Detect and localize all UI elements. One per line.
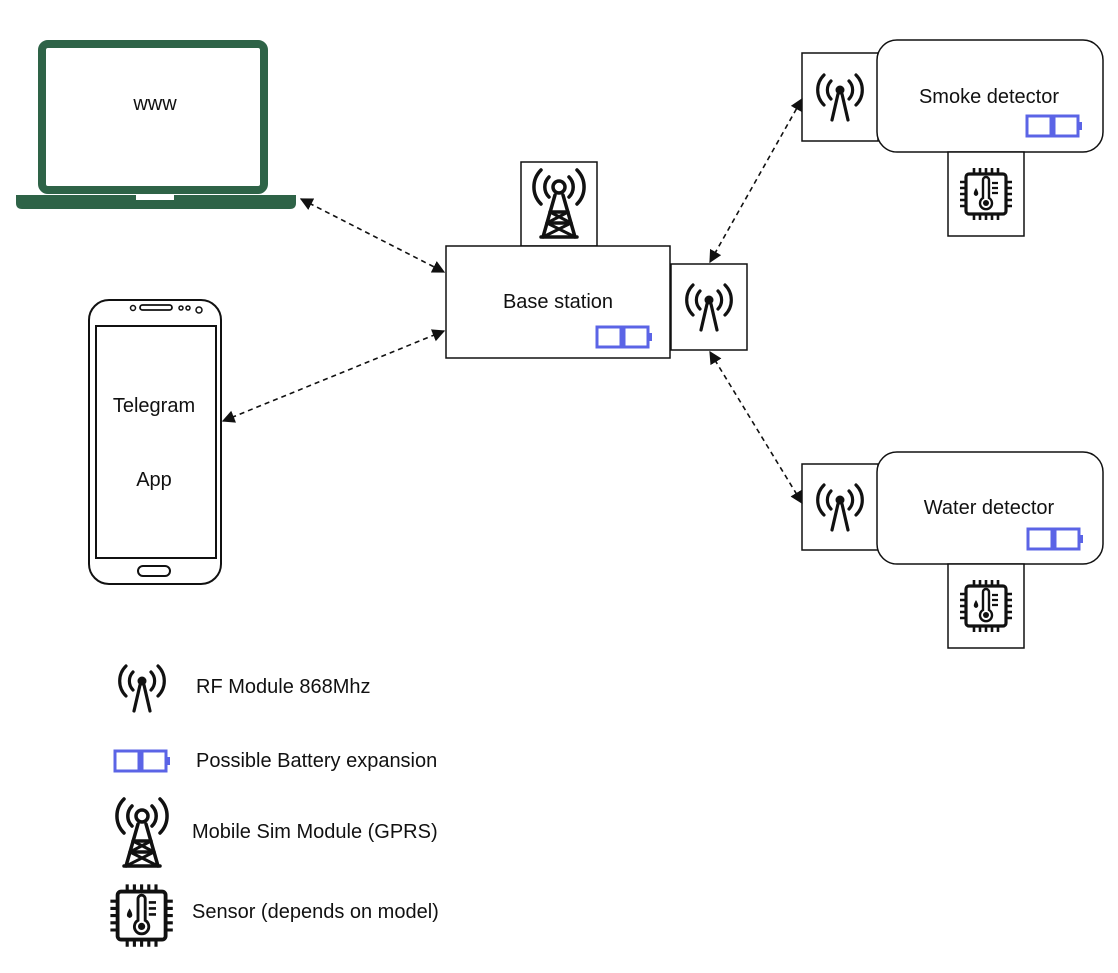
battery-icon: [113, 749, 172, 773]
legend: RF Module 868Mhz Possible Battery expans…: [108, 664, 439, 949]
link-phone-base: [221, 329, 446, 423]
smartphone: Telegram App: [88, 299, 222, 585]
connectors: [221, 97, 803, 505]
link-base-water: [709, 350, 803, 505]
legend-label-battery: Possible Battery expansion: [196, 750, 437, 772]
legend-label-rf-module: RF Module 868Mhz: [196, 676, 371, 698]
laptop-screen-text: www: [132, 93, 177, 115]
phone-app-label-line1: Telegram: [113, 395, 195, 417]
phone-app-label-line2: App: [136, 469, 172, 491]
base-station-label: Base station: [503, 291, 613, 313]
legend-item-sensor: Sensor (depends on model): [108, 882, 439, 949]
antenna-signal-icon: [118, 664, 166, 713]
cell-tower-icon: [115, 797, 169, 868]
base-station: Base station: [445, 161, 748, 359]
link-base-smoke: [709, 97, 803, 264]
link-laptop-base: [299, 198, 446, 273]
legend-label-sensor: Sensor (depends on model): [192, 901, 439, 923]
temperature-chip-icon: [108, 882, 175, 949]
water-detector-label: Water detector: [924, 497, 1055, 519]
legend-item-rf-module: RF Module 868Mhz: [118, 664, 371, 713]
legend-label-sim-module: Mobile Sim Module (GPRS): [192, 821, 438, 843]
laptop: www: [16, 40, 296, 209]
water-detector: Water detector: [801, 451, 1104, 649]
smoke-detector-label: Smoke detector: [919, 86, 1059, 108]
smoke-detector: Smoke detector: [801, 39, 1104, 237]
legend-item-battery: Possible Battery expansion: [113, 749, 437, 773]
legend-item-sim-module: Mobile Sim Module (GPRS): [115, 797, 438, 868]
